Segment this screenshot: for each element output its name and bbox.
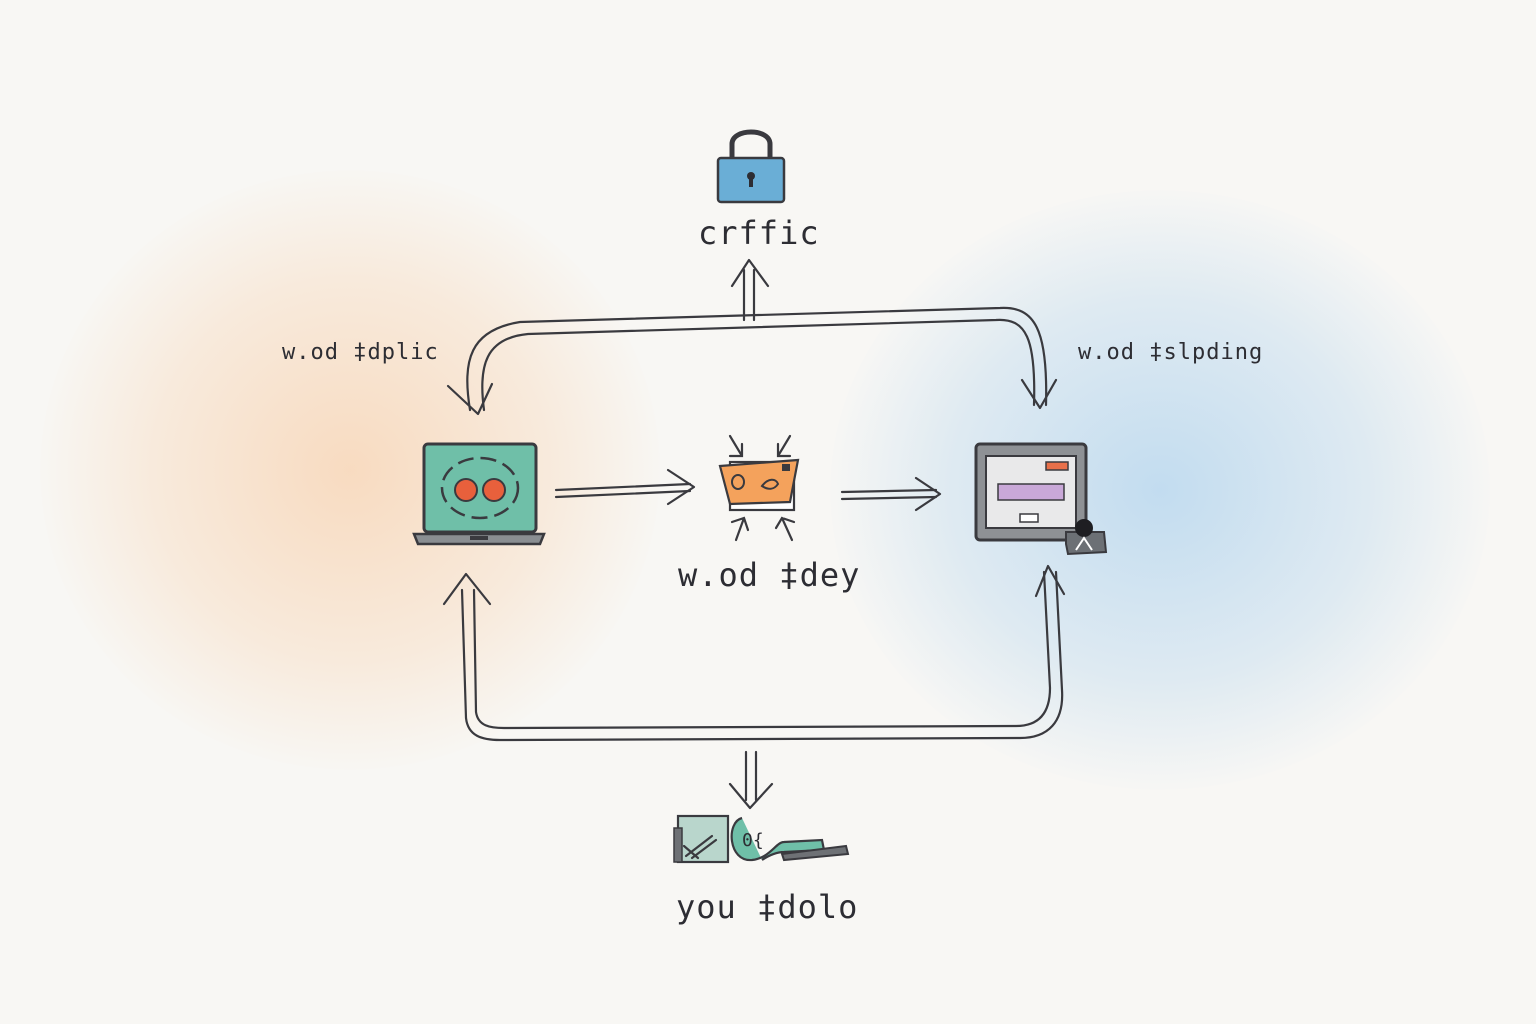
envelope-icon <box>718 434 800 542</box>
label-right: w.od ‡slpding <box>1078 340 1264 365</box>
label-center: w.od ‡dey <box>678 556 861 594</box>
arrow-up-head <box>730 258 770 288</box>
top-loop-arrow-left <box>446 382 494 416</box>
top-loop-arrow-right <box>1020 378 1058 410</box>
monitor-icon <box>974 442 1108 556</box>
arrow-down-head <box>728 782 774 810</box>
label-bottom: you ‡dolo <box>676 888 859 926</box>
bottom-loop-outer <box>460 570 1064 742</box>
svg-text:0{: 0{ <box>742 830 764 851</box>
arrow-center-right-head <box>914 476 942 512</box>
bottom-loop-arrow-left <box>442 572 492 606</box>
label-top: crffic <box>698 214 820 252</box>
lock-icon <box>716 129 786 204</box>
arrow-left-center-head <box>666 468 696 506</box>
label-left: w.od ‡dplic <box>282 340 439 365</box>
arrow-center-right-a <box>840 488 938 494</box>
arrow-left-center-a <box>554 482 692 492</box>
top-loop-outer <box>466 306 1048 412</box>
arrow-center-right-b <box>840 495 938 501</box>
arrow-left-center-b <box>554 489 692 499</box>
bottom-loop-arrow-right <box>1034 564 1066 598</box>
laptop-icon <box>412 442 546 546</box>
tools-icon: 0{ <box>673 814 850 864</box>
top-loop-inner <box>481 318 1036 412</box>
bottom-loop-inner <box>472 570 1052 730</box>
